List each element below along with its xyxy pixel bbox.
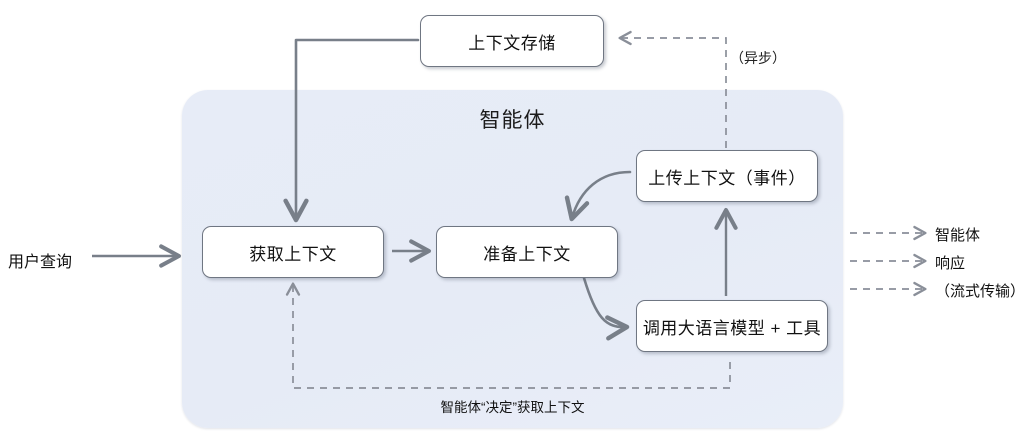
arrow-agent-decides-loop	[285, 282, 731, 389]
output-label-agent: 智能体	[935, 227, 981, 244]
label-async: （异步）	[730, 50, 786, 66]
node-call-llm-tools[interactable]: 调用大语言模型 + 工具	[636, 300, 828, 352]
output-label-streaming: （流式传输）	[935, 283, 1016, 300]
output-label-response: 响应	[935, 255, 966, 272]
label-agent-decides-loop: 智能体“决定”获取上下文	[440, 400, 585, 415]
node-fetch-context[interactable]: 获取上下文	[202, 226, 384, 278]
arrow-upload-to-prepare	[564, 170, 632, 222]
arrow-upload-to-store-async	[618, 30, 727, 148]
label-user-query: 用户查询	[8, 254, 73, 271]
agent-container-title: 智能体	[479, 109, 546, 132]
arrow-store-to-fetch	[283, 38, 420, 223]
arrow-prepare-to-llm	[582, 276, 630, 341]
node-context-store[interactable]: 上下文存储	[420, 15, 604, 67]
node-upload-context-event[interactable]: 上传上下文（事件）	[636, 150, 818, 202]
node-prepare-context[interactable]: 准备上下文	[436, 226, 618, 278]
